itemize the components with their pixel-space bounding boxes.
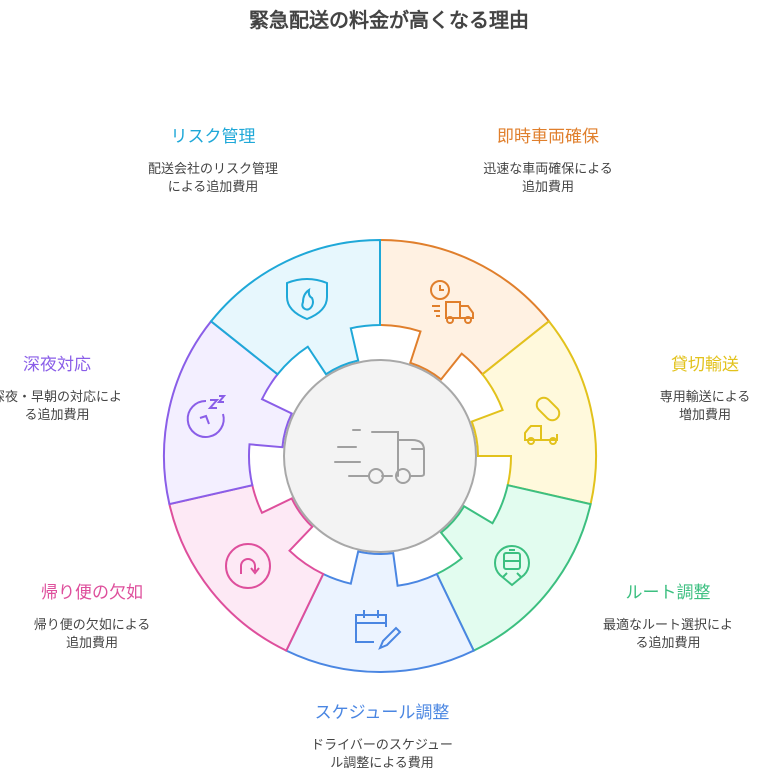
label-schedule: スケジュール調整ドライバーのスケジュー ル調整による費用 <box>262 698 502 773</box>
segment-title: ルート調整 <box>625 583 711 603</box>
segment-schedule <box>284 550 476 673</box>
segment-description: 帰り便の欠如による 追加費用 <box>33 618 151 651</box>
label-route: ルート調整最適なルート選択によ る追加費用 <box>548 578 778 653</box>
segment-title: 貸切輸送 <box>671 355 739 375</box>
segment-title: スケジュール調整 <box>314 703 450 723</box>
segment-description: ドライバーのスケジュー ル調整による費用 <box>311 738 453 771</box>
sleep-clock-icon <box>186 395 227 438</box>
segment-immediate-vehicle <box>379 238 551 381</box>
segment-description: 深夜・早朝の対応によ る追加費用 <box>0 390 122 423</box>
fast-truck-icon <box>334 429 425 484</box>
segment-title: 深夜対応 <box>23 355 91 375</box>
truck-capsule-icon <box>524 396 561 445</box>
label-return-trip: 帰り便の欠如帰り便の欠如による 追加費用 <box>0 578 212 653</box>
segment-description: 配送会社のリスク管理 による追加費用 <box>147 162 278 195</box>
segment-title: 帰り便の欠如 <box>41 583 143 603</box>
segment-route <box>435 484 592 652</box>
label-charter: 貸切輸送専用輸送による 増加費用 <box>585 350 778 425</box>
segment-late-night <box>162 319 294 506</box>
segment-risk <box>209 238 381 376</box>
label-risk: リスク管理配送会社のリスク管理 による追加費用 <box>93 122 333 197</box>
label-late-night: 深夜対応深夜・早朝の対応によ る追加費用 <box>0 350 177 425</box>
segment-description: 迅速な車両確保による 追加費用 <box>483 162 613 195</box>
return-arrow-icon <box>225 543 271 589</box>
segment-title: 即時車両確保 <box>497 127 599 147</box>
label-immediate-vehicle: 即時車両確保迅速な車両確保による 追加費用 <box>428 122 668 197</box>
segment-return-trip <box>168 484 325 652</box>
segment-charter <box>470 319 598 506</box>
clock-truck-icon <box>430 280 474 324</box>
train-pin-icon <box>494 544 530 587</box>
center-circle <box>283 359 477 553</box>
calendar-edit-icon <box>355 610 402 650</box>
page-title: 緊急配送の料金が高くなる理由 <box>249 8 529 32</box>
segment-description: 最適なルート選択によ る追加費用 <box>602 618 733 651</box>
segment-title: リスク管理 <box>170 127 256 147</box>
segment-description: 専用輸送による 増加費用 <box>659 390 751 423</box>
shield-fire-icon <box>286 278 328 321</box>
